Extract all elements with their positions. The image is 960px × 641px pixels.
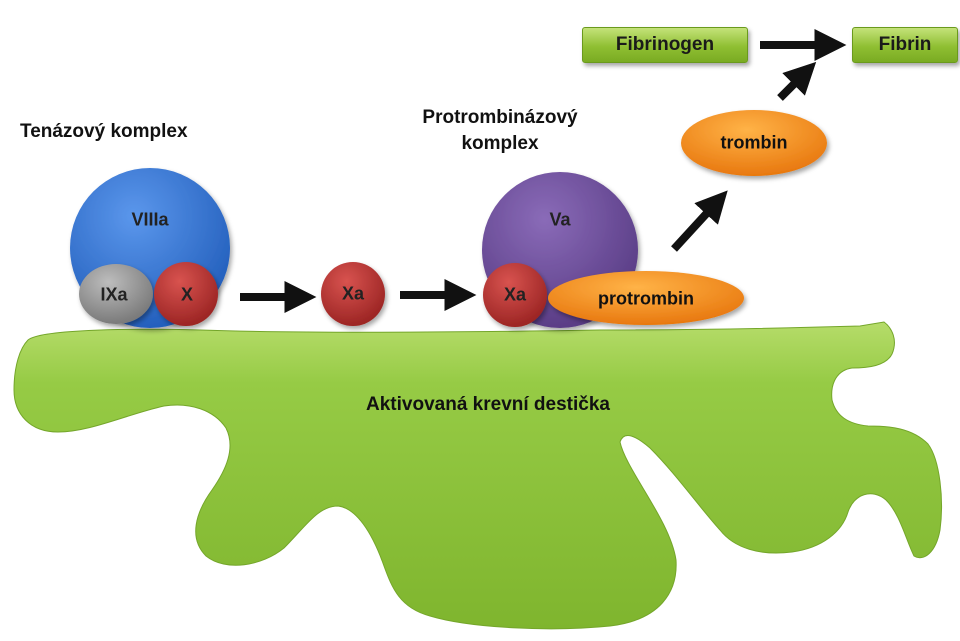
xa-bound-circle xyxy=(483,263,547,327)
va-label: Va xyxy=(549,209,571,230)
protrombin-label: protrombin xyxy=(598,288,694,309)
prothrombinase-heading-line2: komplex xyxy=(461,133,539,154)
fibrin-label: Fibrin xyxy=(878,34,932,55)
prothrombinase-heading: Protrombinázový komplex xyxy=(412,105,588,157)
prothrombinase-heading-line1: Protrombinázový xyxy=(422,107,578,128)
xa-free-circle xyxy=(321,262,385,326)
x-circle xyxy=(154,262,218,326)
fibrinogen-label: Fibrinogen xyxy=(615,34,715,55)
tenase-heading: Tenázový komplex xyxy=(20,121,188,142)
fibrinogen-box: Fibrinogen xyxy=(582,27,748,63)
viiia-label: VIIIa xyxy=(131,209,169,230)
trombin-ellipse xyxy=(681,110,827,176)
platelet-shape xyxy=(13,321,942,630)
arrow-protrombin-to-trombin xyxy=(671,190,728,252)
ixa-label: IXa xyxy=(100,284,128,305)
xa-free-label: Xa xyxy=(341,283,365,304)
ixa-ellipse xyxy=(79,264,153,324)
fibrin-box: Fibrin xyxy=(852,27,958,63)
xa-bound-label: Xa xyxy=(503,284,527,305)
trombin-label: trombin xyxy=(720,132,788,153)
arrow-trombin-to-fibrin xyxy=(777,61,817,101)
x-label: X xyxy=(180,284,194,305)
platelet-label: Aktivovaná krevní destička xyxy=(366,394,610,415)
protrombin-ellipse xyxy=(548,271,744,325)
